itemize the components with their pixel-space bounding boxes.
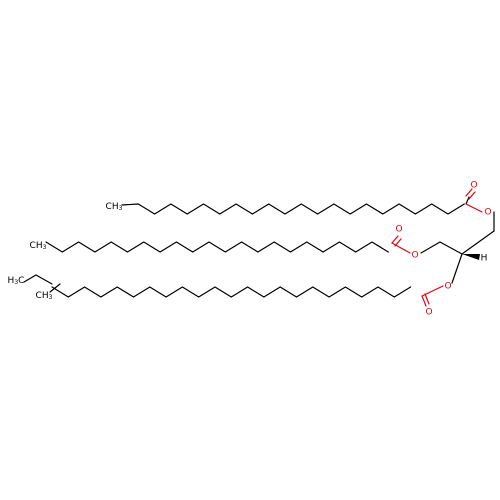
acyl-chain-3 <box>51 286 412 298</box>
oxygen-carbonyl-2: O <box>395 225 402 235</box>
ester-bond-2 <box>391 242 411 254</box>
label-branch-methyl-chain3: CH3 <box>36 291 53 301</box>
carbon-bonds <box>23 196 495 298</box>
glycerol-c3-link <box>420 241 441 254</box>
oxygen-ester-2: O <box>411 251 418 261</box>
carbonyl-bond-2a <box>391 235 399 244</box>
stereo-hydrogen: H <box>481 254 488 264</box>
acyl-chain-1 <box>121 203 465 215</box>
carbonyl-bond-1a <box>465 188 473 197</box>
oxygen-carbonyl-3: O <box>425 308 432 318</box>
methyl-branch <box>49 283 61 293</box>
svg-text:H3C: H3C <box>8 276 25 286</box>
label-methyl-chain2: CH3 <box>30 241 47 251</box>
carbonyl-carbon-1 <box>465 196 470 205</box>
acyl-chain-2 <box>45 241 389 253</box>
glycerol-backbone-a <box>439 241 463 255</box>
carbonyl-bond-3b <box>424 293 430 305</box>
svg-text:CH3: CH3 <box>36 291 53 301</box>
glycerol-backbone-b <box>461 230 495 255</box>
stereo-wedge <box>462 254 480 260</box>
oxygen-ester-3: O <box>444 282 451 292</box>
oxygen-ester-1: O <box>484 208 491 218</box>
ester-bond-3 <box>421 285 444 297</box>
carbonyl-bond-1b <box>468 191 476 200</box>
label-methyl-chain1: CH3 <box>106 202 123 212</box>
svg-text:CH3: CH3 <box>30 241 47 251</box>
ethyl-branch-a <box>23 274 37 283</box>
svg-text:CH3: CH3 <box>106 202 123 212</box>
carbonyl-bond-3a <box>421 295 427 307</box>
ethyl-branch-b <box>35 274 53 285</box>
oxygen-carbonyl-1: O <box>470 181 477 191</box>
label-ethyl-methyl-chain3: H3C <box>8 276 25 286</box>
glycerol-c2-link <box>451 253 463 284</box>
oxygen-bonds <box>391 188 483 307</box>
stereo-wedge-bond <box>462 254 480 260</box>
ester-bond-1 <box>465 203 483 213</box>
